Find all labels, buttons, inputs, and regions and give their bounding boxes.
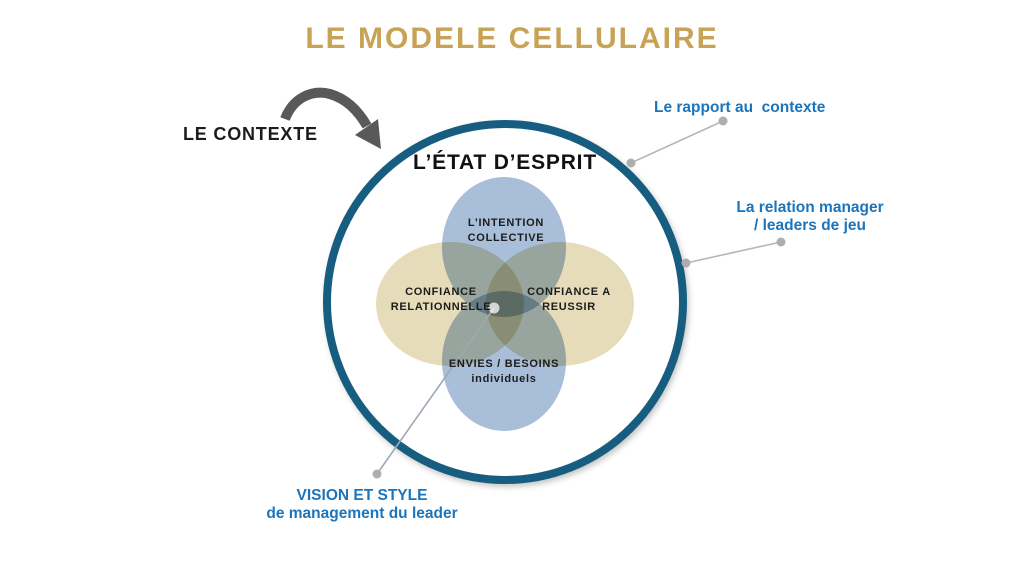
curved-arrow-icon (280, 87, 381, 149)
connector-relation (681, 237, 786, 268)
petal-confiance-relationnelle (376, 242, 524, 366)
connector-dot (372, 469, 382, 479)
connector-dot (681, 258, 691, 268)
connector-vision (372, 302, 500, 479)
petal-group (376, 177, 634, 431)
context-label: LE CONTEXTE (183, 124, 318, 144)
callout-vision-style: VISION ET STYLE de management du leader (266, 487, 458, 522)
petal-label-envies-besoins: ENVIES / BESOINS individuels (448, 358, 560, 385)
petal-label-confiance-a-reussir: CONFIANCE A REUSSIR (527, 286, 611, 313)
callout-rapport-contexte: Le rapport au contexte (654, 99, 826, 116)
connector-dot (718, 116, 728, 126)
center-dot (488, 302, 500, 314)
petal-label-intention-collective: L’INTENTION COLLECTIVE (467, 217, 545, 244)
callout-relation-manager: La relation manager / leaders de jeu (736, 199, 884, 234)
page-title: LE MODELE CELLULAIRE (305, 22, 719, 55)
petal-label-confiance-relationnelle: CONFIANCE RELATIONNELLE (390, 286, 492, 313)
petal-confiance-a-reussir (486, 242, 634, 366)
etat-desprit-title: L’ÉTAT D’ESPRIT (413, 151, 597, 174)
connector-rapport (626, 116, 728, 168)
connector-dot (776, 237, 786, 247)
connector-dot (626, 158, 636, 168)
